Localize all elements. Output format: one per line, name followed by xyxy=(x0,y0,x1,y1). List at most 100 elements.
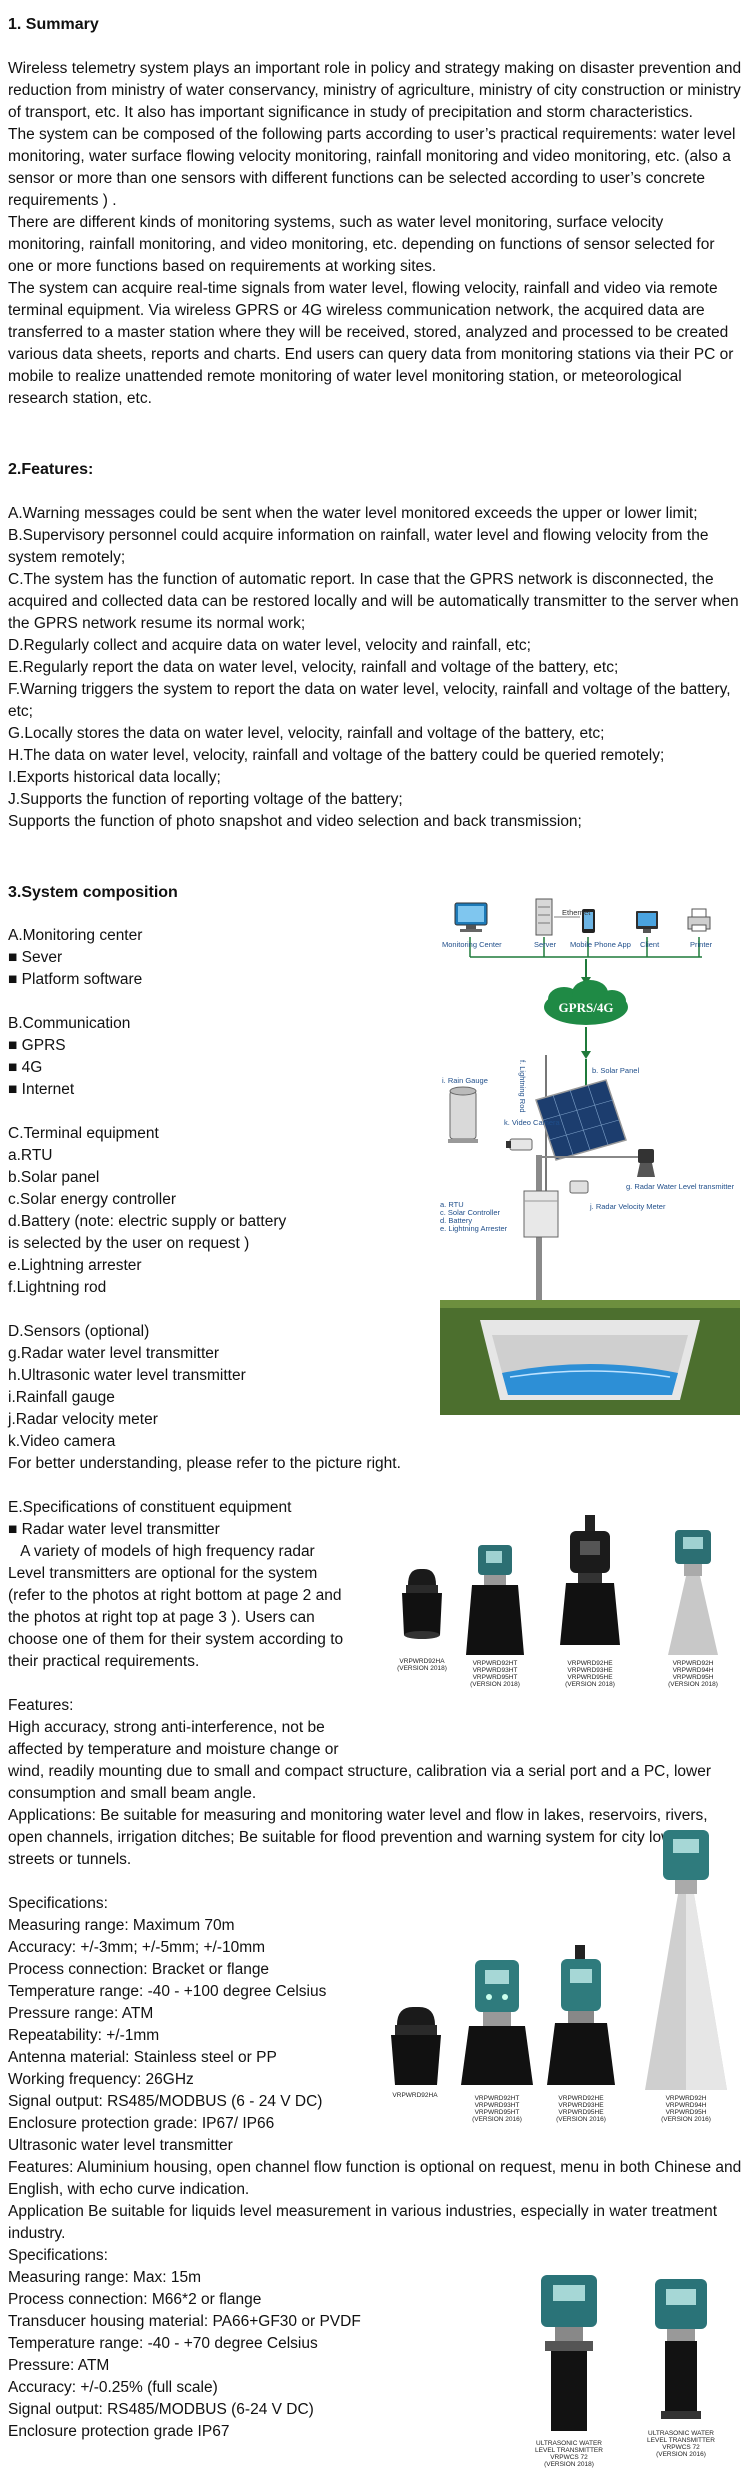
composition-line: ■ Internet xyxy=(8,1081,75,1098)
spec-line: Process connection: M66*2 or flange xyxy=(8,2291,262,2308)
solar-controller-label: c. Solar Controller xyxy=(440,1208,501,1217)
video-camera-label: k. Video Camera xyxy=(504,1118,561,1127)
summary-paragraph: The system can acquire real-time signals… xyxy=(8,280,734,407)
composition-line: ■ 4G xyxy=(8,1059,43,1076)
composition-line: e.Lightning arrester xyxy=(8,1257,142,1274)
composition-line: is selected by the user on request ) xyxy=(8,1235,250,1252)
server-label: Server xyxy=(534,940,557,949)
ultrasonic-products: ULTRASONIC WATER LEVEL TRANSMITTER VRPWC… xyxy=(535,2275,715,2468)
caption-line: VRPWRD94H xyxy=(666,2102,707,2109)
composition-line: h.Ultrasonic water level transmitter xyxy=(8,1367,246,1384)
feature-item: J.Supports the function of reporting vol… xyxy=(8,791,403,808)
summary-paragraph: There are different kinds of monitoring … xyxy=(8,214,715,275)
composition-title: 3.System composition xyxy=(8,884,178,901)
caption-line: VRPWRD92HA xyxy=(399,1658,445,1665)
feature-item: I.Exports historical data locally; xyxy=(8,769,221,786)
radar-velocity-label: j. Radar Velocity Meter xyxy=(589,1202,666,1211)
feature-item: E.Regularly report the data on water lev… xyxy=(8,659,619,676)
lightning-arrester-label: e. Lightning Arrester xyxy=(440,1224,508,1233)
composition-line: i.Rainfall gauge xyxy=(8,1389,115,1406)
caption-line: (VERSION 2018) xyxy=(668,1681,718,1688)
caption-line: VRPWRD92HT xyxy=(475,2095,520,2102)
lightning-rod-label: f. Lightning Rod xyxy=(518,1060,527,1113)
ultra-application: Application Be suitable for liquids leve… xyxy=(8,2203,718,2242)
composition-line: ■ Platform software xyxy=(8,971,143,988)
caption-line: LEVEL TRANSMITTER xyxy=(535,2447,603,2454)
summary-paragraph: Wireless telemetry system plays an impor… xyxy=(8,60,742,121)
battery-label: d. Battery xyxy=(440,1216,472,1225)
server-icon xyxy=(535,898,553,936)
caption-line: (VERSION 2018) xyxy=(565,1681,615,1688)
caption-line: VRPWRD93HE xyxy=(558,2102,604,2109)
caption-line: VRPWRD92HE xyxy=(558,2095,604,2102)
caption-line: VRPWRD95H xyxy=(666,2109,707,2116)
spec-line: Enclosure protection grade: IP67/ IP66 xyxy=(8,2115,275,2132)
composition-line: j.Radar velocity meter xyxy=(8,1411,158,1428)
composition-line: A.Monitoring center xyxy=(8,927,143,944)
rain-gauge-icon xyxy=(448,1086,478,1143)
ultra-features: Features: Aluminium housing, open channe… xyxy=(8,2159,742,2198)
radar-intro-line: (refer to the photos at right bottom at … xyxy=(8,1587,342,1604)
blank-line xyxy=(8,1101,388,1123)
features-title: 2.Features: xyxy=(8,461,94,478)
radar-92h-icon xyxy=(668,1530,718,1655)
radar-92ha-icon xyxy=(402,1569,442,1639)
spec-line: Pressure range: ATM xyxy=(8,2005,154,2022)
feature-item: G.Locally stores the data on water level… xyxy=(8,725,605,742)
spec-line: Signal output: RS485/MODBUS (6 - 24 V DC… xyxy=(8,2093,323,2110)
radar-level-icon xyxy=(637,1149,655,1177)
caption-line: VRPWRD92H xyxy=(673,1660,714,1667)
composition-line: d.Battery (note: electric supply or batt… xyxy=(8,1213,287,1230)
radar-92he-2016-icon xyxy=(547,1945,615,2085)
caption-line: (VERSION 2016) xyxy=(656,2451,706,2458)
blank-line xyxy=(8,1299,388,1321)
composition-list: A.Monitoring center ■ Sever ■ Platform s… xyxy=(8,925,388,1453)
caption-line: VRPWRD94H xyxy=(673,1667,714,1674)
caption-line: (VERSION 2018) xyxy=(544,2461,594,2468)
caption-line: VRPWRD95HT xyxy=(475,2109,520,2116)
caption-line: VRPWRD95H xyxy=(673,1674,714,1681)
blank-line xyxy=(8,991,388,1013)
caption-line: LEVEL TRANSMITTER xyxy=(647,2437,715,2444)
feature-item: C.The system has the function of automat… xyxy=(8,571,739,632)
spec-line: Antenna material: Stainless steel or PP xyxy=(8,2049,277,2066)
caption-line: (VERSION 2018) xyxy=(470,1681,520,1688)
features-line: affected by temperature and moisture cha… xyxy=(8,1741,339,1758)
composition-line: c.Solar energy controller xyxy=(8,1191,176,1208)
rain-gauge-label: i. Rain Gauge xyxy=(442,1076,488,1085)
spec-line: Accuracy: +/-3mm; +/-5mm; +/-10mm xyxy=(8,1939,266,1956)
canal-illustration xyxy=(440,1300,740,1415)
radar-intro-line: Level transmitters are optional for the … xyxy=(8,1565,318,1582)
features-list: A.Warning messages could be sent when th… xyxy=(8,503,743,833)
caption-line: VRPWRD93HE xyxy=(567,1667,613,1674)
caption-line: VRPWRD92HA xyxy=(392,2092,438,2099)
system-diagram: Ethernet Monitoring Center Server Mobile… xyxy=(440,898,740,1415)
feature-item: D.Regularly collect and acquire data on … xyxy=(8,637,531,654)
summary-paragraph: The system can be composed of the follow… xyxy=(8,126,736,209)
ultrasonic-2016-icon xyxy=(655,2279,707,2419)
caption-line: (VERSION 2016) xyxy=(472,2116,522,2123)
composition-line: a.RTU xyxy=(8,1147,53,1164)
radar-products-2018: VRPWRD92HA (VERSION 2018) VRPWRD92HT VRP… xyxy=(397,1515,718,1688)
ultra-title: Ultrasonic water level transmitter xyxy=(8,2137,233,2154)
feature-item: H.The data on water level, velocity, rai… xyxy=(8,747,665,764)
solar-panel-label: b. Solar Panel xyxy=(592,1066,639,1075)
spec-line: Measuring range: Max: 15m xyxy=(8,2269,201,2286)
rtu-label: a. RTU xyxy=(440,1200,464,1209)
radar-velocity-icon xyxy=(569,1180,589,1194)
gprs-4g-cloud-icon xyxy=(544,980,628,1025)
spec-line: Transducer housing material: PA66+GF30 o… xyxy=(8,2313,361,2330)
radar-intro-line: the photos at right top at page 3 ). Use… xyxy=(8,1609,315,1626)
ultra-spec-list: Specifications: Measuring range: Max: 15… xyxy=(8,2245,388,2443)
summary-title: 1. Summary xyxy=(8,16,99,33)
mobile-phone-label: Mobile Phone App xyxy=(570,940,631,949)
summary-body: Wireless telemetry system plays an impor… xyxy=(8,58,743,410)
caption-line: VRPWCS 72 xyxy=(662,2444,700,2451)
caption-line: VRPWRD92HE xyxy=(567,1660,613,1667)
caption-line: ULTRASONIC WATER xyxy=(536,2440,602,2447)
composition-line: k.Video camera xyxy=(8,1433,116,1450)
cloud-label: GPRS/4G xyxy=(559,1000,614,1015)
radar-92ha-2016-icon xyxy=(391,2007,441,2085)
radar-92h-2016-icon xyxy=(645,1830,727,2090)
spec-line: Signal output: RS485/MODBUS (6-24 V DC) xyxy=(8,2401,314,2418)
